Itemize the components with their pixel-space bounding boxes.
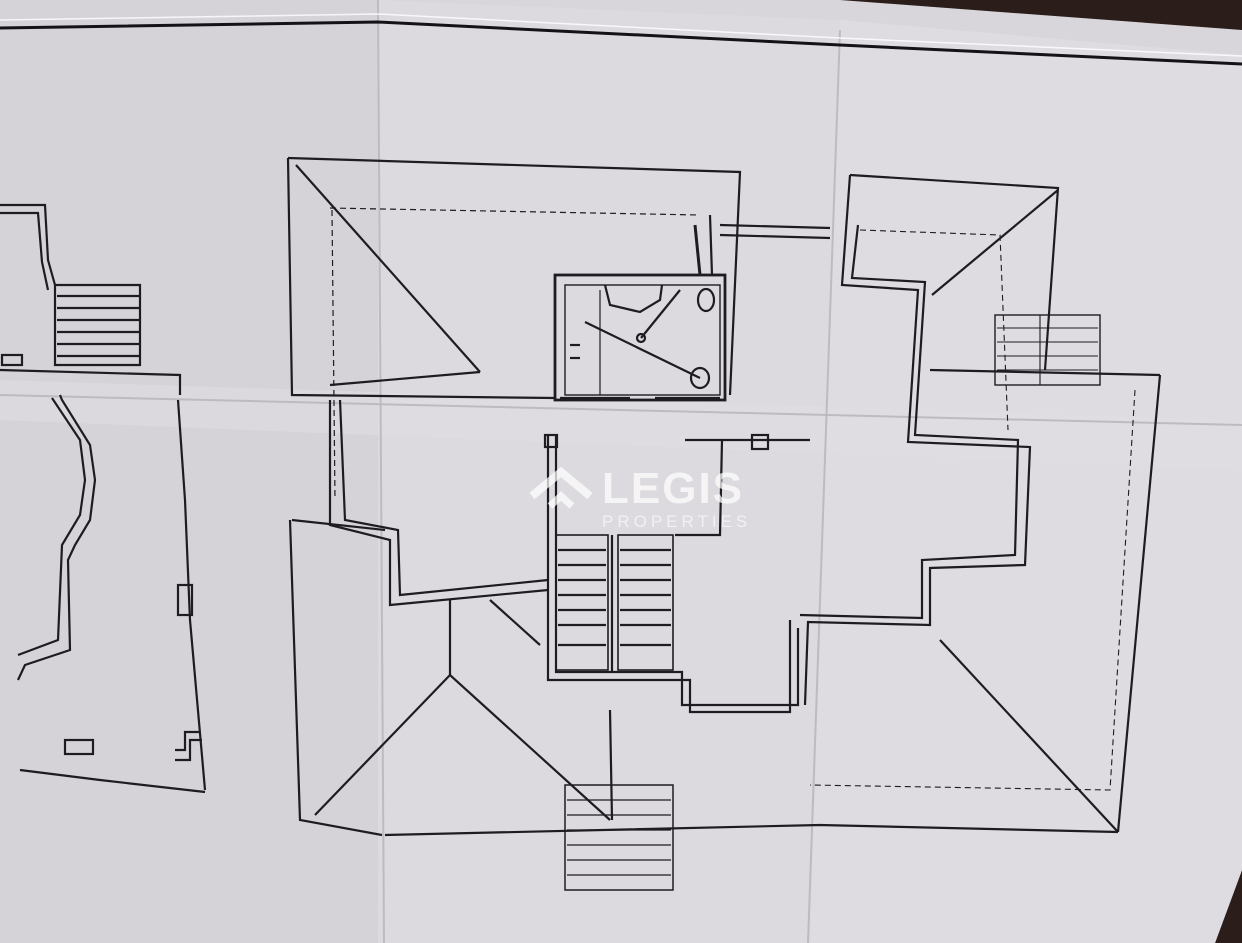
sheet-border	[0, 20, 1242, 66]
plan-linework	[0, 156, 1162, 891]
